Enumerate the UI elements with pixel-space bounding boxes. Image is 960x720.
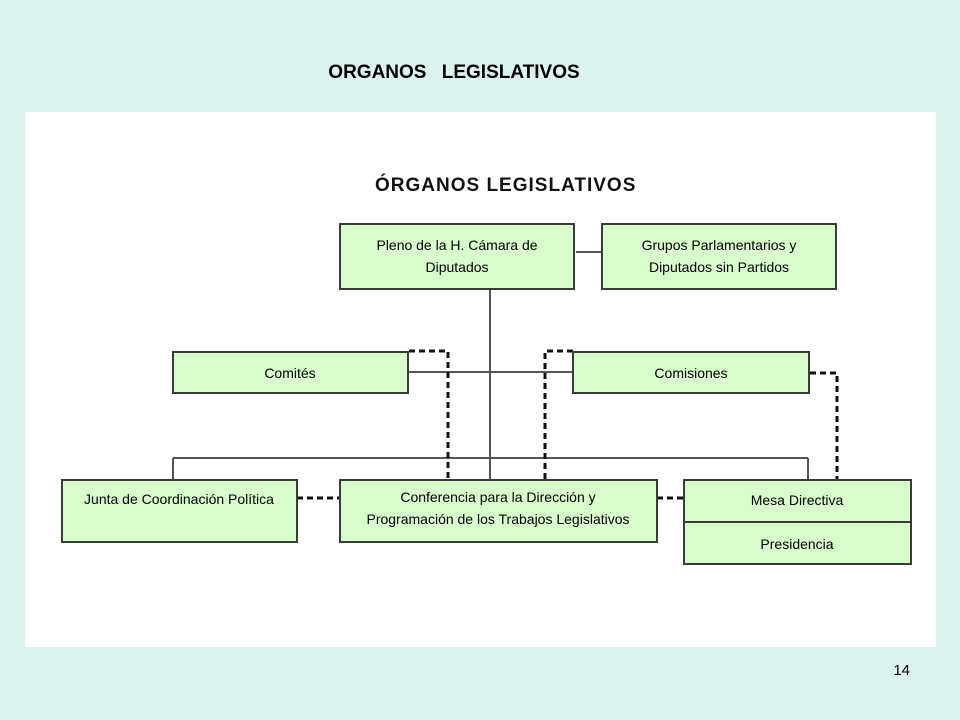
box-grupos-line-2: Diputados sin Partidos <box>649 259 789 275</box>
page-number: 14 <box>893 662 910 679</box>
dashed-connectors <box>297 349 839 500</box>
box-conferencia-line-1: Conferencia para la Dirección y <box>400 489 595 505</box>
solid-connectors <box>172 251 809 480</box>
box-comites-label: Comités <box>264 365 315 381</box>
dashed-comisiones-conferencia <box>543 349 573 480</box>
box-conferencia: Conferencia para la Dirección y Programa… <box>339 479 658 543</box>
box-grupos-parlamentarios: Grupos Parlamentarios y Diputados sin Pa… <box>601 223 837 290</box>
box-presidencia: Presidencia <box>683 521 912 565</box>
box-comisiones: Comisiones <box>572 351 810 394</box>
box-pleno: Pleno de la H. Cámara de Diputados <box>339 223 575 290</box>
slide-title: ORGANOS LEGISLATIVOS <box>328 62 580 83</box>
box-pleno-line-2: Diputados <box>425 259 488 275</box>
box-comisiones-label: Comisiones <box>654 365 727 381</box>
dashed-comites-conferencia <box>409 349 450 480</box>
box-junta-coordinacion: Junta de Coordinación Política <box>61 479 298 543</box>
box-grupos-line-1: Grupos Parlamentarios y <box>642 237 797 253</box>
dashed-comisiones-mesa <box>810 371 839 480</box>
diagram-heading: ÓRGANOS LEGISLATIVOS <box>375 174 636 196</box>
box-mesa-directiva: Mesa Directiva <box>683 479 912 523</box>
box-junta-label: Junta de Coordinación Política <box>84 491 274 507</box>
box-pleno-line-1: Pleno de la H. Cámara de <box>376 237 537 253</box>
box-mesa-label: Mesa Directiva <box>751 492 844 508</box>
box-conferencia-line-2: Programación de los Trabajos Legislativo… <box>366 511 629 527</box>
box-presidencia-label: Presidencia <box>760 536 833 552</box>
box-comites: Comités <box>172 351 409 394</box>
org-chart-diagram: ÓRGANOS LEGISLATIVOS Pleno de la H. Cáma… <box>61 174 912 565</box>
org-chart-panel: ÓRGANOS LEGISLATIVOS Pleno de la H. Cáma… <box>25 112 936 647</box>
